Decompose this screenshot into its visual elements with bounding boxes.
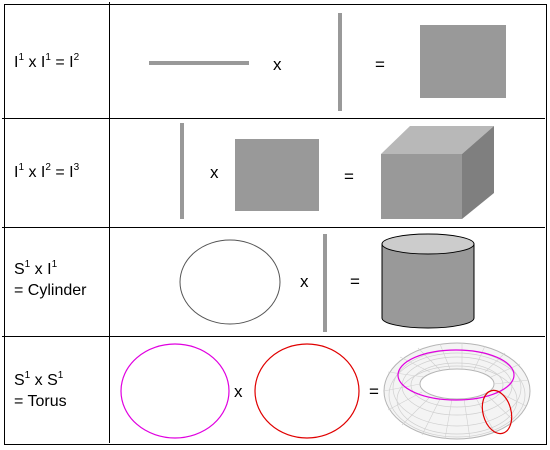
- times-sign: x: [273, 55, 282, 74]
- torus: [383, 342, 531, 440]
- torus-magenta-circle: [397, 349, 515, 401]
- row-3-label-line-1: S1 x I1: [14, 259, 58, 279]
- cube-side-face: [462, 126, 494, 219]
- times-sign: x: [234, 382, 243, 401]
- cylinder: [381, 233, 475, 329]
- circle: [179, 239, 281, 325]
- vertical-interval: [323, 234, 327, 332]
- row-4-label: S1 x S1 = Torus: [14, 370, 67, 412]
- torus-wire: [410, 362, 504, 408]
- table-border: [4, 4, 547, 445]
- row-4-diagram: x =: [120, 342, 531, 440]
- cube-top-face: [381, 126, 494, 154]
- cube-front-face: [381, 154, 462, 219]
- horizontal-interval: [149, 61, 249, 65]
- row-divider: [2, 118, 545, 119]
- torus-wire: [388, 352, 526, 438]
- row-3-label: S1 x I1 = Cylinder: [14, 259, 86, 301]
- equals-sign: =: [344, 167, 354, 186]
- row-divider: [2, 227, 545, 228]
- times-sign: x: [210, 163, 219, 182]
- row-3-diagram: x =: [179, 233, 475, 332]
- vertical-interval: [180, 123, 184, 219]
- equals-sign: =: [350, 272, 360, 291]
- column-divider: [109, 2, 110, 443]
- row-4-label-line-1: S1 x S1: [14, 370, 64, 390]
- row-divider: [2, 336, 545, 337]
- row-4-label-line-2: = Torus: [14, 393, 67, 410]
- product-table: [2, 2, 547, 445]
- cylinder-body: [381, 243, 475, 329]
- row-1-label: I1 x I1 = I2: [14, 52, 80, 72]
- row-1-diagram: x =: [149, 13, 506, 111]
- cube: [381, 126, 494, 219]
- torus-meridians: [383, 343, 530, 440]
- vertical-interval: [338, 13, 342, 111]
- red-circle: [254, 343, 360, 439]
- row-2-label: I1 x I2 = I3: [14, 162, 80, 182]
- torus-hole: [419, 368, 495, 400]
- equals-sign: =: [375, 55, 385, 74]
- torus-red-circle: [481, 389, 513, 435]
- magenta-circle: [120, 343, 230, 439]
- torus-wire: [396, 365, 518, 435]
- equals-sign: =: [369, 382, 379, 401]
- row-2-diagram: x =: [180, 123, 494, 219]
- square: [235, 139, 319, 211]
- square: [420, 25, 506, 98]
- cylinder-top: [381, 233, 475, 255]
- times-sign: x: [300, 272, 309, 291]
- row-3-label-line-2: = Cylinder: [14, 282, 87, 299]
